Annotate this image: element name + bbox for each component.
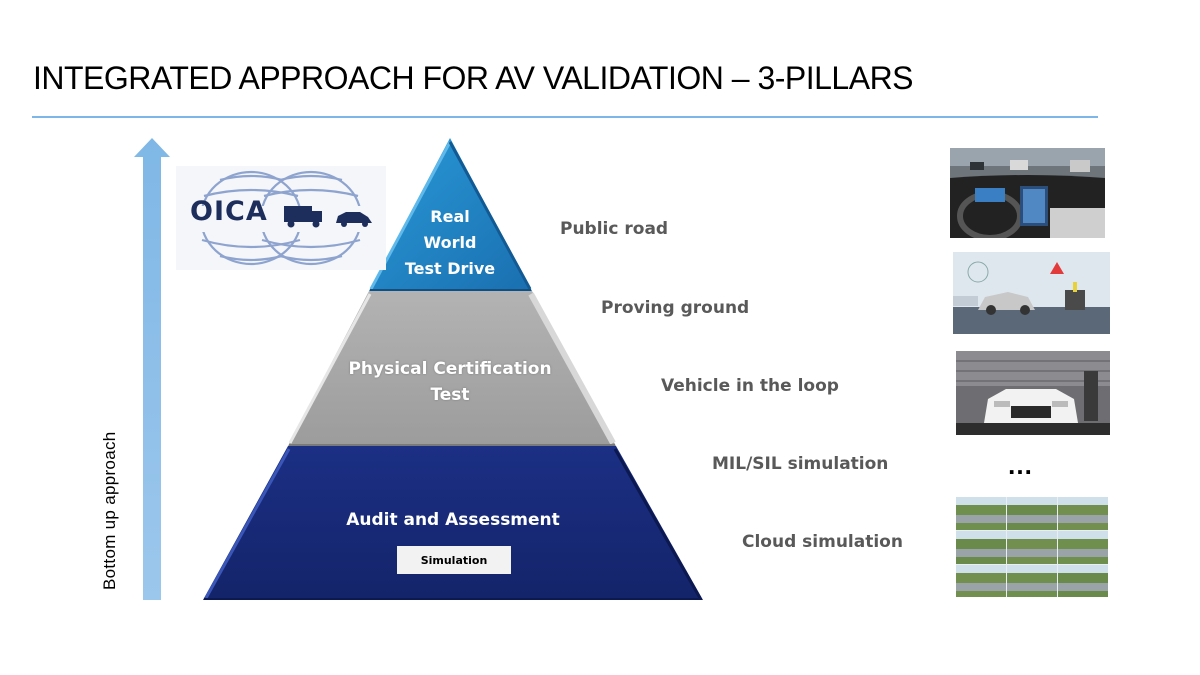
- bottom-up-label: Bottom up approach: [100, 431, 119, 591]
- cloud-simulation-grid: [956, 497, 1108, 597]
- tier-top-line-1: Real: [430, 207, 470, 226]
- step-proving-ground: Proving ground: [601, 298, 750, 318]
- tier-middle-line-2: Test: [430, 385, 470, 405]
- step-public-road: Public road: [560, 219, 669, 239]
- tier-top-line-2: World: [423, 233, 477, 252]
- tier-middle-line-1: Physical Certification: [348, 359, 552, 379]
- simulation-badge: Simulation: [397, 546, 511, 574]
- oica-logo-icon: [186, 170, 376, 266]
- title-divider: [32, 116, 1098, 118]
- pyramid-tier-top: [369, 138, 532, 291]
- step-vehicle-in-loop: Vehicle in the loop: [661, 376, 839, 396]
- oica-logo: [176, 166, 386, 270]
- tier-bottom-label: Audit and Assessment: [346, 510, 560, 530]
- oica-logo-text: OICA: [190, 196, 268, 227]
- step-mil-sil-simulation: MIL/SIL simulation: [712, 454, 889, 474]
- bottom-up-arrow: [134, 138, 170, 600]
- pyramid-tier-bottom: [203, 446, 703, 600]
- car-interior-photo: [950, 148, 1105, 238]
- slide-title: INTEGRATED APPROACH FOR AV VALIDATION – …: [33, 60, 914, 96]
- pyramid-tier-middle: [288, 291, 616, 446]
- step-cloud-simulation: Cloud simulation: [742, 532, 903, 552]
- aeb-test-photo: [953, 252, 1110, 334]
- tier-top-label: Real World Test Drive: [390, 204, 510, 282]
- vehicle-in-loop-photo: [956, 351, 1110, 435]
- tier-top-line-3: Test Drive: [404, 259, 496, 278]
- tier-middle-label: Physical Certification Test: [320, 356, 580, 408]
- more-ellipsis: …: [1007, 450, 1034, 480]
